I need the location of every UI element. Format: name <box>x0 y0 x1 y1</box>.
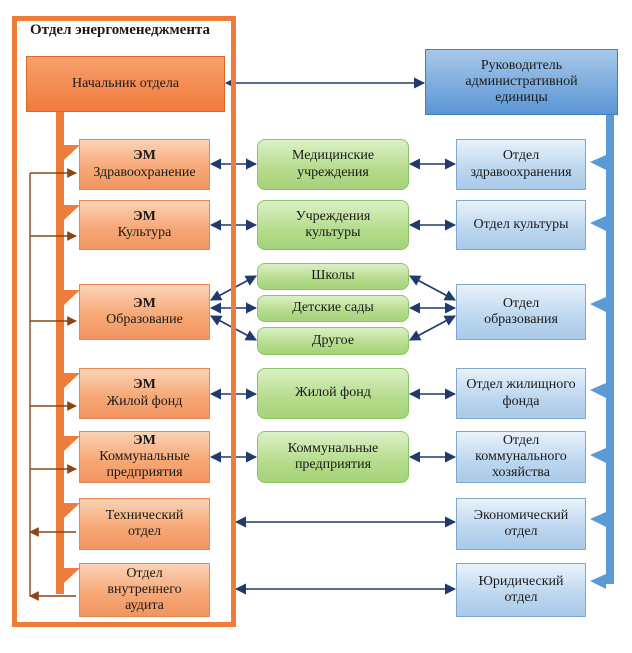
internal-audit-label: Отдел внутреннего аудита <box>107 565 182 614</box>
unit-abbr: ЭМ <box>133 295 156 311</box>
economic-department-box: Экономический отдел <box>456 498 586 550</box>
education-department-box: Отдел образования <box>456 284 586 340</box>
housing-stock-label: Жилой фонд <box>295 385 371 401</box>
health-department-label: Отдел здравоохранения <box>470 148 572 180</box>
internal-audit-box: Отдел внутреннего аудита <box>79 563 210 617</box>
unit-label: Здравоохранение <box>93 164 196 180</box>
schools-box: Школы <box>257 263 409 290</box>
culture-department-label: Отдел культуры <box>473 216 569 232</box>
unit-abbr: ЭМ <box>133 377 156 393</box>
unit-label: Образование <box>106 312 183 327</box>
economic-department-label: Экономический отдел <box>473 507 569 539</box>
unit-housing-box: ЭМ Жилой фонд <box>79 368 210 419</box>
technical-department-box: Технический отдел <box>79 498 210 550</box>
health-department-box: Отдел здравоохранения <box>456 139 586 190</box>
housing-department-box: Отдел жилищного фонда <box>456 368 586 419</box>
unit-label: Жилой фонд <box>106 393 183 409</box>
schools-label: Школы <box>311 268 355 284</box>
department-head-box: Начальник отдела <box>26 56 225 112</box>
cultural-institutions-label: Учреждения культуры <box>295 208 371 240</box>
cultural-institutions-box: Учреждения культуры <box>257 200 409 250</box>
kindergartens-box: Детские сады <box>257 295 409 322</box>
unit-healthcare-box: ЭМ Здравоохранение <box>79 139 210 190</box>
communal-department-label: Отдел коммунального хозяйства <box>475 432 567 481</box>
medical-institutions-box: Медицинские учреждения <box>257 139 409 190</box>
feedback-lines <box>29 168 77 601</box>
technical-department-label: Технический отдел <box>105 507 184 539</box>
communal-department-box: Отдел коммунального хозяйства <box>456 431 586 483</box>
administrative-head-box: Руководитель административной единицы <box>425 49 618 115</box>
utility-enterprises-box: Коммунальные предприятия <box>257 431 409 483</box>
other-box: Другое <box>257 327 409 355</box>
other-label: Другое <box>311 332 355 348</box>
housing-department-label: Отдел жилищного фонда <box>466 377 576 409</box>
housing-stock-box: Жилой фонд <box>257 368 409 419</box>
education-department-label: Отдел образования <box>484 295 558 327</box>
unit-abbr: ЭМ <box>133 148 156 164</box>
administrative-head-label: Руководитель административной единицы <box>465 57 578 106</box>
orange-spine <box>56 112 64 594</box>
energy-management-frame <box>12 16 236 627</box>
unit-abbr: ЭМ <box>133 432 156 448</box>
legal-department-box: Юридический отдел <box>456 563 586 617</box>
legal-department-label: Юридический отдел <box>478 573 564 605</box>
medical-institutions-label: Медицинские учреждения <box>291 148 375 180</box>
blue-spine <box>606 112 614 584</box>
utility-enterprises-label: Коммунальные предприятия <box>287 440 379 472</box>
kindergartens-label: Детские сады <box>292 300 374 316</box>
unit-education-box: ЭМ Образование <box>79 284 210 340</box>
frame-title: Отдел энергоменеджмента <box>28 22 213 39</box>
unit-label: Коммунальные предприятия <box>99 448 190 481</box>
unit-label: Культура <box>117 225 172 240</box>
blue-pointers <box>590 155 606 589</box>
department-head-label: Начальник отдела <box>71 75 180 91</box>
unit-abbr: ЭМ <box>133 208 156 224</box>
unit-culture-box: ЭМ Культура <box>79 200 210 250</box>
unit-utilities-box: ЭМ Коммунальные предприятия <box>79 431 210 483</box>
culture-department-box: Отдел культуры <box>456 200 586 250</box>
orange-pointers <box>64 145 80 583</box>
